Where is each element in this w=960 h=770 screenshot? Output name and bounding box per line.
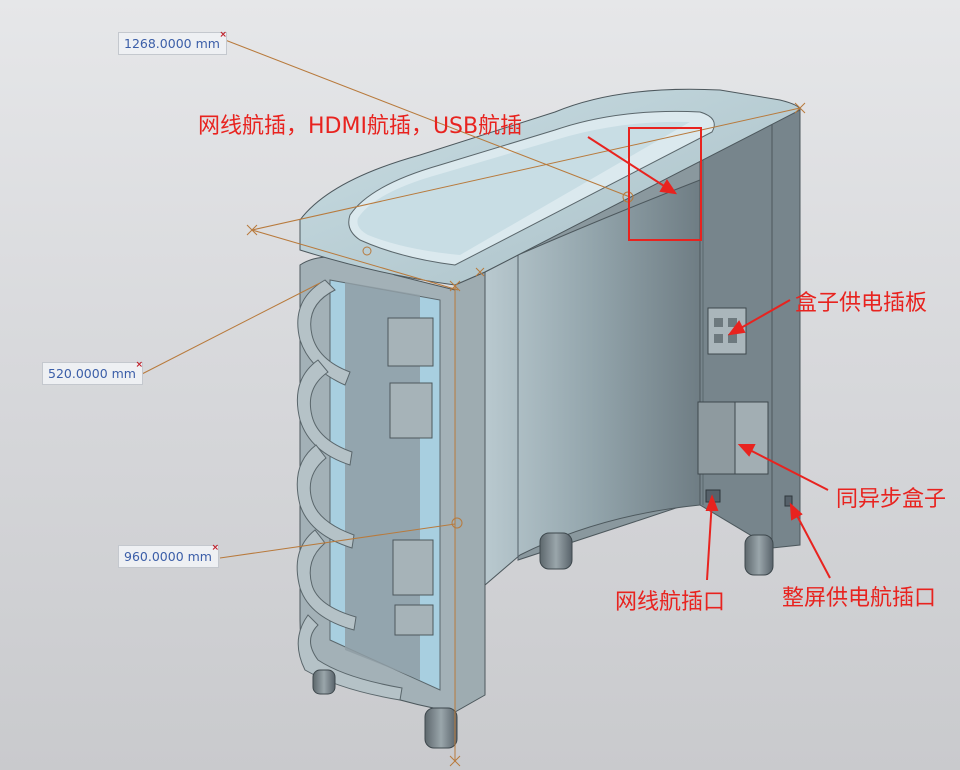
dimension-width-label[interactable]: 1268.0000 mm ×: [118, 30, 227, 55]
rear-equipment: [697, 307, 793, 507]
arrow-top-ports: [587, 136, 676, 194]
arrowhead-sync-box: [737, 444, 756, 457]
close-icon[interactable]: ×: [219, 30, 227, 40]
dimension-depth-label[interactable]: 520.0000 mm ×: [42, 360, 143, 385]
callout-top-ports: 网线航插，HDMI航插，USB航插: [198, 114, 523, 139]
callout-screen-power-port: 整屏供电航插口: [782, 586, 937, 611]
caster-wheels: [312, 532, 774, 749]
arrowhead-power-strip: [727, 320, 746, 336]
callout-network-port: 网线航插口: [615, 590, 726, 615]
close-icon[interactable]: ×: [135, 360, 143, 370]
annotations: [587, 127, 831, 581]
dimension-height-text: 960.0000 mm: [124, 549, 212, 564]
callout-power-strip: 盒子供电插板: [795, 291, 928, 316]
left-curved-body: [299, 256, 456, 713]
close-icon[interactable]: ×: [211, 543, 219, 553]
dimension-lines: [139, 37, 806, 767]
arrow-network-port: [706, 499, 713, 581]
arrowhead-top-ports: [659, 179, 678, 195]
arrowhead-screen-power-port: [789, 502, 803, 521]
arrow-screen-power-port: [792, 507, 831, 579]
callout-sync-box: 同异步盒子: [836, 487, 947, 512]
dimension-width-text: 1268.0000 mm: [124, 36, 220, 51]
arrow-sync-box: [741, 445, 829, 491]
ports-highlight-box: [628, 127, 702, 241]
dimension-depth-text: 520.0000 mm: [48, 366, 136, 381]
dimension-height-label[interactable]: 960.0000 mm ×: [118, 543, 219, 568]
arrowhead-network-port: [705, 494, 719, 511]
top-surface: [299, 88, 801, 286]
front-side-panel: [454, 271, 486, 713]
